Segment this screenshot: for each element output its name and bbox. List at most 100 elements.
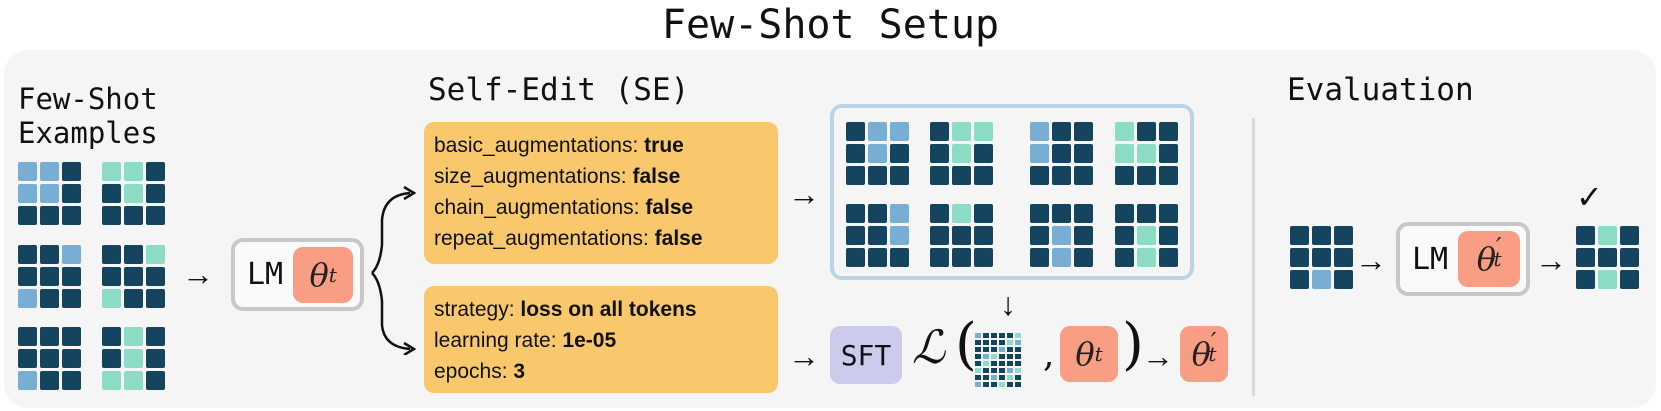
grid-cell	[18, 206, 37, 225]
grid-cell	[1074, 226, 1093, 245]
arrow-down-icon: ↓	[1000, 286, 1016, 322]
grid-cell	[18, 327, 37, 346]
grid-cell	[1576, 226, 1595, 245]
arrow-right-icon: →	[1142, 338, 1174, 374]
grid-cell	[1115, 226, 1134, 245]
grid-cell	[975, 368, 981, 373]
grid-cell	[991, 333, 997, 338]
grid-cell	[983, 354, 989, 359]
theta-sub: t	[1094, 342, 1103, 366]
grid-cell	[1290, 270, 1309, 289]
aug-key: repeat_augmentations:	[434, 227, 649, 250]
grid-cell	[1115, 166, 1134, 185]
grid-cell	[124, 349, 143, 368]
aug-row: basic_augmentations: true	[434, 130, 768, 161]
grid-cell	[999, 340, 1005, 345]
grid-icon	[1030, 122, 1093, 185]
grid-cell	[1052, 166, 1071, 185]
grid-cell	[1159, 248, 1178, 267]
diagram-title: Few-Shot Setup	[661, 2, 1000, 48]
grid-cell	[1620, 270, 1639, 289]
grid-cell	[1137, 144, 1156, 163]
grid-cell	[1052, 248, 1071, 267]
grid-cell	[62, 184, 81, 203]
grid-cell	[952, 144, 971, 163]
grid-cell	[124, 184, 143, 203]
grid-cell	[40, 162, 59, 181]
grid-cell	[1334, 248, 1353, 267]
grid-cell	[146, 184, 165, 203]
grid-cell	[952, 166, 971, 185]
train-value: 1e-05	[562, 329, 617, 352]
grid-cell	[868, 144, 887, 163]
grid-cell	[1015, 368, 1021, 373]
grid-cell	[124, 206, 143, 225]
grid-cell	[62, 206, 81, 225]
grid-cell	[146, 245, 165, 264]
grid-cell	[974, 166, 993, 185]
grid-cell	[18, 245, 37, 264]
grid-cell	[18, 184, 37, 203]
evaluation-header: Evaluation	[1287, 72, 1474, 108]
grid-cell	[62, 162, 81, 181]
theta-symbol: θ	[1476, 240, 1496, 278]
grid-cell	[102, 327, 121, 346]
grid-cell	[1290, 248, 1309, 267]
grid-cell	[18, 267, 37, 286]
grid-cell	[1620, 248, 1639, 267]
grid-cell	[1015, 354, 1021, 359]
grid-cell	[974, 226, 993, 245]
grid-cell	[1074, 122, 1093, 141]
grid-cell	[974, 122, 993, 141]
grid-cell	[124, 245, 143, 264]
grid-cell	[1074, 204, 1093, 223]
grid-icon	[846, 204, 909, 267]
grid-cell	[124, 289, 143, 308]
grid-cell	[1007, 354, 1013, 359]
eval-output-grid-icon	[1576, 226, 1639, 289]
grid-cell	[1074, 144, 1093, 163]
train-row: learning rate: 1e-05	[434, 325, 768, 356]
grid-cell	[890, 166, 909, 185]
grid-cell	[102, 289, 121, 308]
grid-cell	[991, 375, 997, 380]
grid-cell	[890, 122, 909, 141]
grid-cell	[975, 382, 981, 387]
grid-cell	[991, 340, 997, 345]
loss-open-paren: (	[955, 312, 977, 377]
grid-cell	[146, 371, 165, 390]
grid-cell	[983, 333, 989, 338]
grid-cell	[1052, 204, 1071, 223]
grid-cell	[1159, 166, 1178, 185]
arrow-right-icon: →	[182, 256, 214, 292]
grid-icon	[102, 162, 165, 225]
grid-cell	[975, 333, 981, 338]
grid-cell	[40, 245, 59, 264]
loss-comma: ,	[1043, 334, 1055, 375]
grid-cell	[1115, 144, 1134, 163]
grid-cell	[146, 162, 165, 181]
grid-cell	[102, 206, 121, 225]
aug-row: size_augmentations: false	[434, 161, 768, 192]
grid-cell	[1576, 270, 1595, 289]
grid-cell	[975, 347, 981, 352]
grid-cell	[846, 144, 865, 163]
grid-icon	[846, 122, 909, 185]
grid-cell	[40, 184, 59, 203]
grid-cell	[40, 371, 59, 390]
grid-cell	[868, 166, 887, 185]
grid-cell	[18, 349, 37, 368]
grid-cell	[930, 166, 949, 185]
grid-cell	[1312, 248, 1331, 267]
grid-cell	[930, 144, 949, 163]
grid-cell	[1015, 347, 1021, 352]
grid-cell	[1334, 226, 1353, 245]
grid-cell	[1159, 226, 1178, 245]
grid-cell	[62, 349, 81, 368]
checkmark-icon: ✓	[1576, 179, 1603, 215]
grid-cell	[846, 226, 865, 245]
grid-cell	[102, 184, 121, 203]
grid-cell	[1015, 340, 1021, 345]
